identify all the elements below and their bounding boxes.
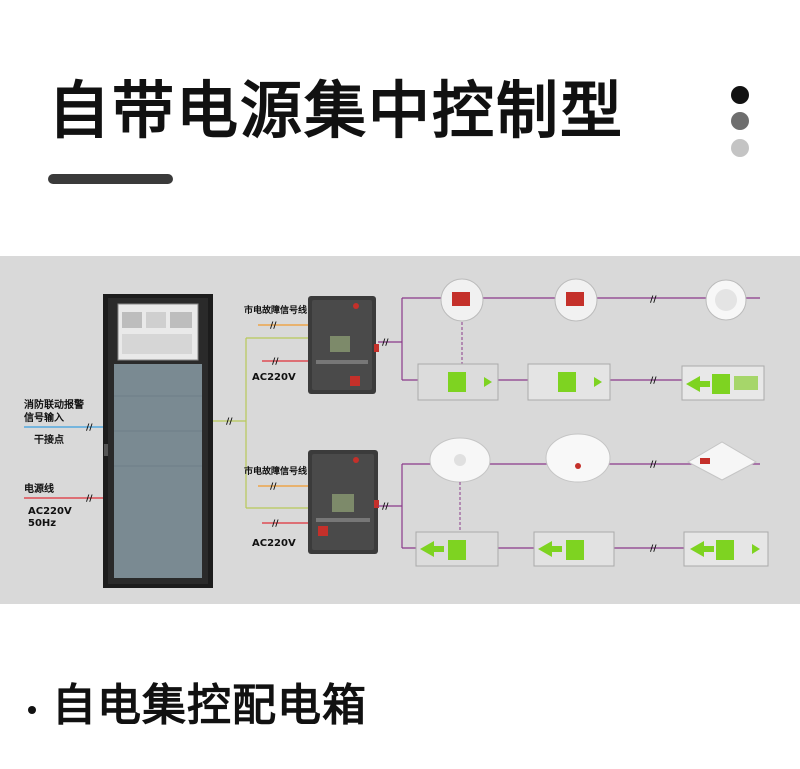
fixture-emergency-light-1 (440, 278, 484, 378)
mains-fault-label-1: 市电故障信号线 (244, 304, 307, 316)
power-spec-hz: 50Hz (28, 518, 56, 529)
dry-contact-label: 干接点 (34, 433, 64, 446)
fixture-ceiling-lamp-2 (545, 433, 611, 483)
fixture-ceiling-lamp-1 (429, 437, 491, 546)
power-spec-ac: AC220V (28, 506, 72, 517)
title-underline (48, 174, 173, 184)
line-mark-12: // (650, 460, 657, 470)
fixture-exit-sign-1 (417, 363, 499, 401)
line-mark-11: // (650, 376, 657, 386)
line-mark-2: // (86, 494, 93, 504)
line-mark-8: // (382, 338, 389, 348)
section-title: 自电集控配电箱 (52, 680, 367, 731)
fixture-ceiling-light-1 (705, 279, 747, 321)
fire-alarm-label-2: 信号输入 (24, 411, 64, 424)
fixture-exit-sign-2 (527, 363, 611, 401)
fixture-exit-sign-5 (533, 531, 615, 567)
line-mark-1: // (86, 423, 93, 433)
line-mark-10: // (650, 295, 657, 305)
system-diagram-svg: 消防联动报警 信号输入 // 干接点 电源线 // AC220V 50Hz //… (0, 256, 800, 604)
pager-dot-2[interactable] (731, 112, 749, 130)
pager-dot-3[interactable] (731, 139, 749, 157)
line-mark-7: // (272, 519, 279, 529)
ac-label-2: AC220V (252, 538, 296, 549)
ac-label-1: AC220V (252, 372, 296, 383)
fire-alarm-label-1: 消防联动报警 (24, 398, 84, 411)
page-title: 自带电源集中控制型 (48, 74, 625, 147)
line-mark-6: // (270, 482, 277, 492)
line-mark-3: // (226, 417, 233, 427)
fixture-emergency-light-2 (554, 278, 598, 322)
mains-fault-label-2: 市电故障信号线 (244, 465, 307, 477)
fixture-exit-sign-4 (415, 531, 499, 567)
section-bullet (28, 706, 36, 714)
fixture-square-light-1 (686, 441, 758, 481)
power-line-label: 电源线 (24, 482, 54, 495)
line-mark-9: // (382, 502, 389, 512)
pager-dot-1[interactable] (731, 86, 749, 104)
distribution-box-2 (308, 450, 379, 554)
system-diagram: 消防联动报警 信号输入 // 干接点 电源线 // AC220V 50Hz //… (0, 256, 800, 604)
distribution-box-1 (308, 296, 379, 394)
fixture-exit-sign-3 (681, 365, 765, 401)
fixture-exit-sign-6 (683, 531, 769, 567)
line-mark-5: // (272, 357, 279, 367)
control-cabinet (103, 294, 213, 588)
line-mark-4: // (270, 321, 277, 331)
line-mark-13: // (650, 544, 657, 554)
